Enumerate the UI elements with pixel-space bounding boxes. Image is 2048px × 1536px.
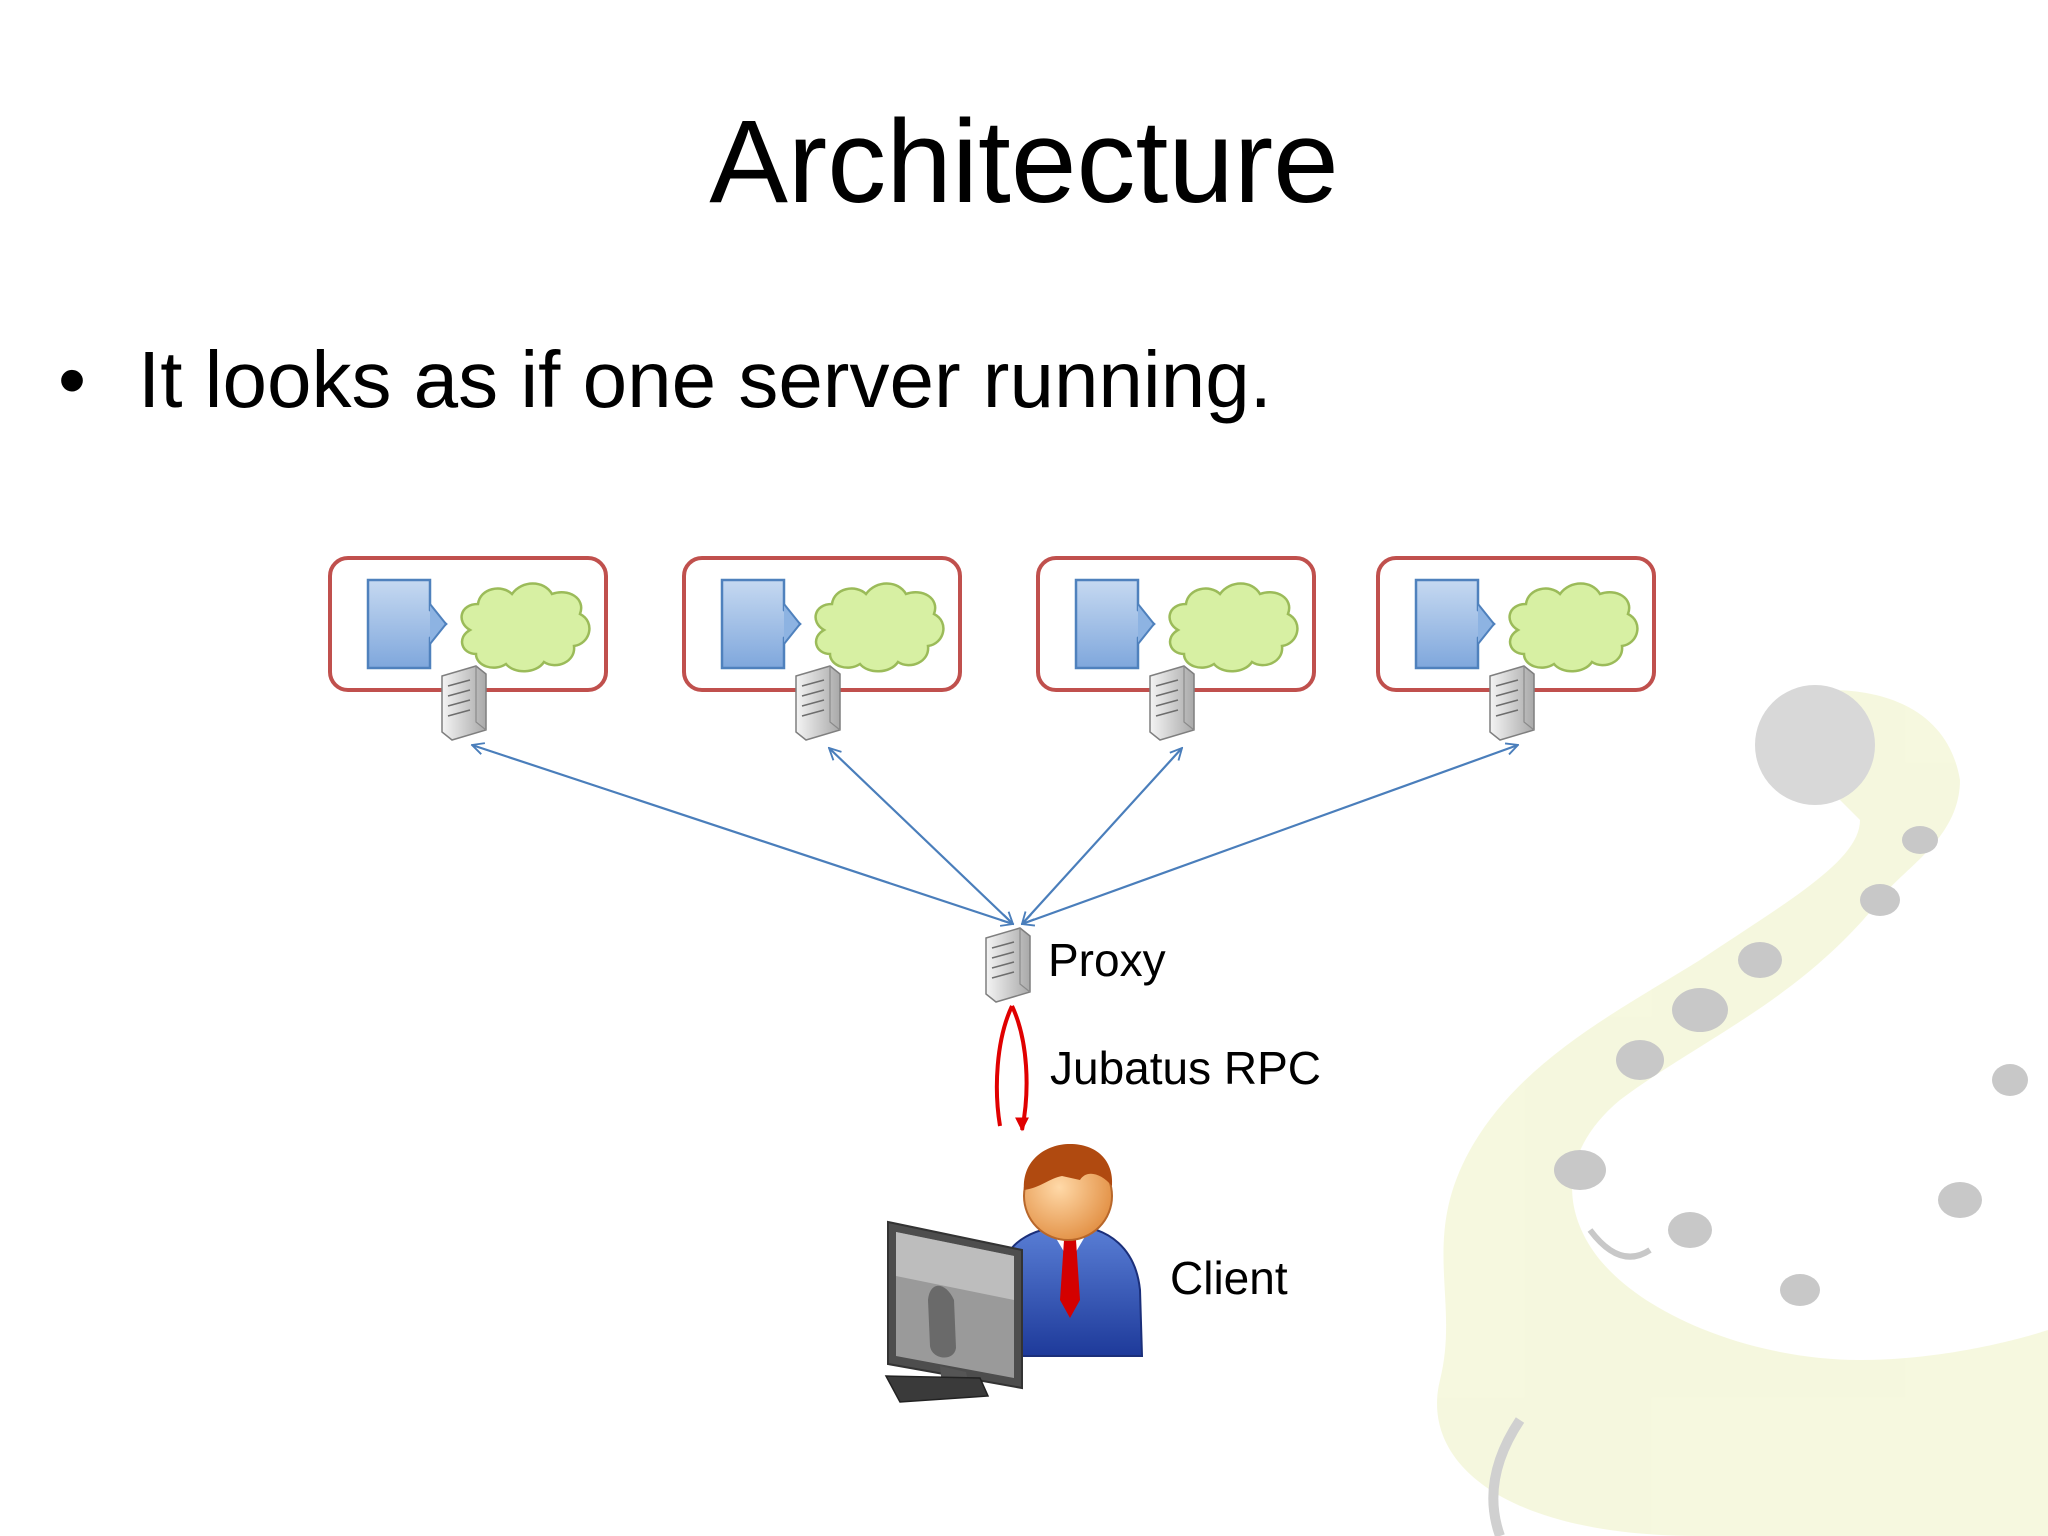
server-node bbox=[328, 556, 608, 741]
bullet-item: • It looks as if one server running. bbox=[58, 330, 1272, 430]
server-node bbox=[1376, 556, 1656, 741]
client-label: Client bbox=[1170, 1252, 1288, 1304]
cloud-icon bbox=[1508, 582, 1639, 673]
server-tower-icon bbox=[795, 665, 841, 741]
server-tower-icon bbox=[1489, 665, 1535, 741]
proxy-label: Proxy bbox=[1048, 934, 1166, 986]
proxy-server-icon bbox=[985, 927, 1031, 1003]
server-tower-icon bbox=[441, 665, 487, 741]
server-tower-icon bbox=[1149, 665, 1195, 741]
cloud-icon bbox=[814, 582, 945, 673]
link-arrow bbox=[1022, 748, 1182, 924]
process-arrow-icon bbox=[1414, 578, 1496, 670]
cloud-icon bbox=[1168, 582, 1299, 673]
bullet-text: It looks as if one server running. bbox=[138, 335, 1272, 424]
process-arrow-icon bbox=[366, 578, 448, 670]
rpc-label: Jubatus RPC bbox=[1050, 1042, 1322, 1094]
server-node bbox=[1036, 556, 1316, 741]
process-arrow-icon bbox=[1074, 578, 1156, 670]
link-arrow bbox=[829, 748, 1013, 924]
cloud-icon bbox=[460, 582, 591, 673]
user-at-computer-icon bbox=[884, 1144, 1144, 1403]
server-node bbox=[682, 556, 962, 741]
link-arrow bbox=[1022, 745, 1518, 924]
slide-title: Architecture bbox=[709, 96, 1339, 228]
process-arrow-icon bbox=[720, 578, 802, 670]
bullet-marker: • bbox=[58, 335, 87, 424]
link-arrow bbox=[472, 745, 1013, 924]
rpc-arrow bbox=[994, 1005, 1027, 1130]
